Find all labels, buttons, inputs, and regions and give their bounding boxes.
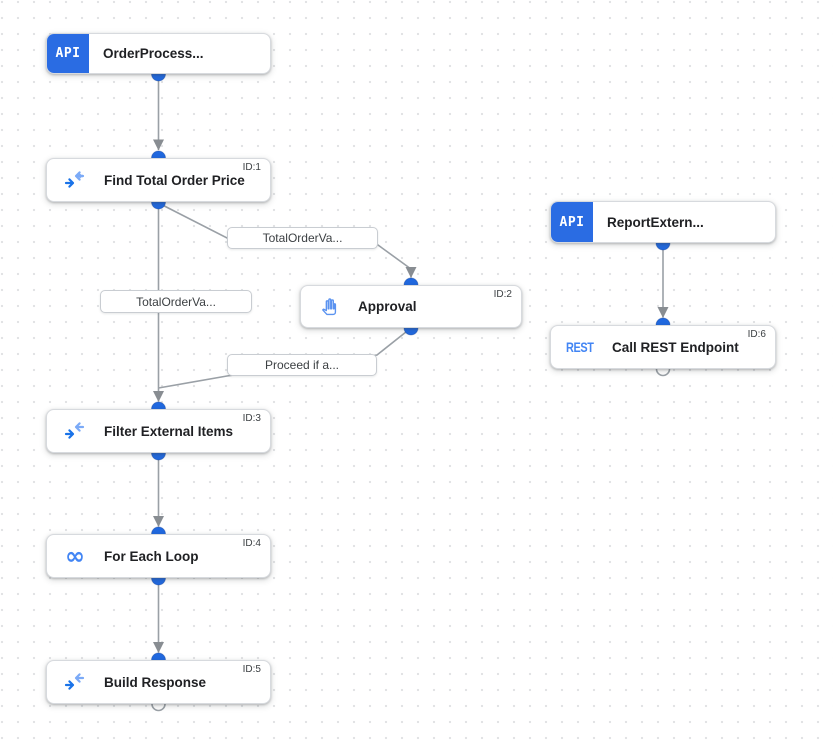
- task-id-badge: ID:5: [242, 664, 261, 675]
- arrowhead-approval: [405, 267, 417, 278]
- data-mapping-icon: [62, 419, 88, 443]
- node-label: Call REST Endpoint: [612, 339, 739, 355]
- node-label: OrderProcess...: [103, 46, 204, 61]
- node-orderprocess-trigger[interactable]: API OrderProcess...: [46, 33, 271, 74]
- node-call-rest-endpoint[interactable]: REST Call REST Endpoint ID:6: [550, 325, 776, 369]
- node-filter-external-items[interactable]: Filter External Items ID:3: [46, 409, 271, 453]
- api-trigger-icon: API: [47, 34, 89, 73]
- task-id-badge: ID:1: [242, 162, 261, 173]
- node-label: Approval: [358, 299, 417, 314]
- node-label: For Each Loop: [104, 548, 199, 564]
- node-build-response[interactable]: Build Response ID:5: [46, 660, 271, 704]
- arrowhead-foreach: [153, 516, 164, 527]
- node-label: Filter External Items: [104, 423, 234, 439]
- arrowhead-filter: [153, 391, 164, 402]
- arrowhead-build: [153, 642, 164, 653]
- arrowhead-find: [153, 139, 164, 151]
- task-id-badge: ID:2: [493, 289, 512, 300]
- edge-label-find-to-filter[interactable]: TotalOrderVa...: [100, 290, 252, 313]
- node-reportextern-trigger[interactable]: API ReportExtern...: [550, 201, 776, 243]
- edge-label-approval-to-filter[interactable]: Proceed if a...: [227, 354, 377, 376]
- task-id-badge: ID:6: [747, 329, 766, 340]
- api-trigger-icon: API: [551, 202, 593, 242]
- task-id-badge: ID:4: [242, 538, 261, 549]
- edge-label-find-to-approval[interactable]: TotalOrderVa...: [227, 227, 378, 249]
- node-for-each-loop[interactable]: ∞ For Each Loop ID:4: [46, 534, 271, 578]
- rest-icon: REST: [566, 339, 594, 355]
- node-find-total-order-price[interactable]: Find Total Order Price ID:1: [46, 158, 271, 202]
- arrowhead-rest: [657, 307, 669, 318]
- hand-approval-icon: [316, 295, 342, 319]
- data-mapping-icon: [62, 168, 88, 192]
- infinity-loop-icon: ∞: [65, 542, 85, 570]
- data-mapping-icon: [62, 670, 88, 694]
- node-label: ReportExtern...: [607, 214, 704, 230]
- node-label: Find Total Order Price: [104, 172, 245, 188]
- node-label: Build Response: [104, 674, 207, 690]
- task-id-badge: ID:3: [242, 413, 261, 424]
- node-approval[interactable]: Approval ID:2: [300, 285, 522, 328]
